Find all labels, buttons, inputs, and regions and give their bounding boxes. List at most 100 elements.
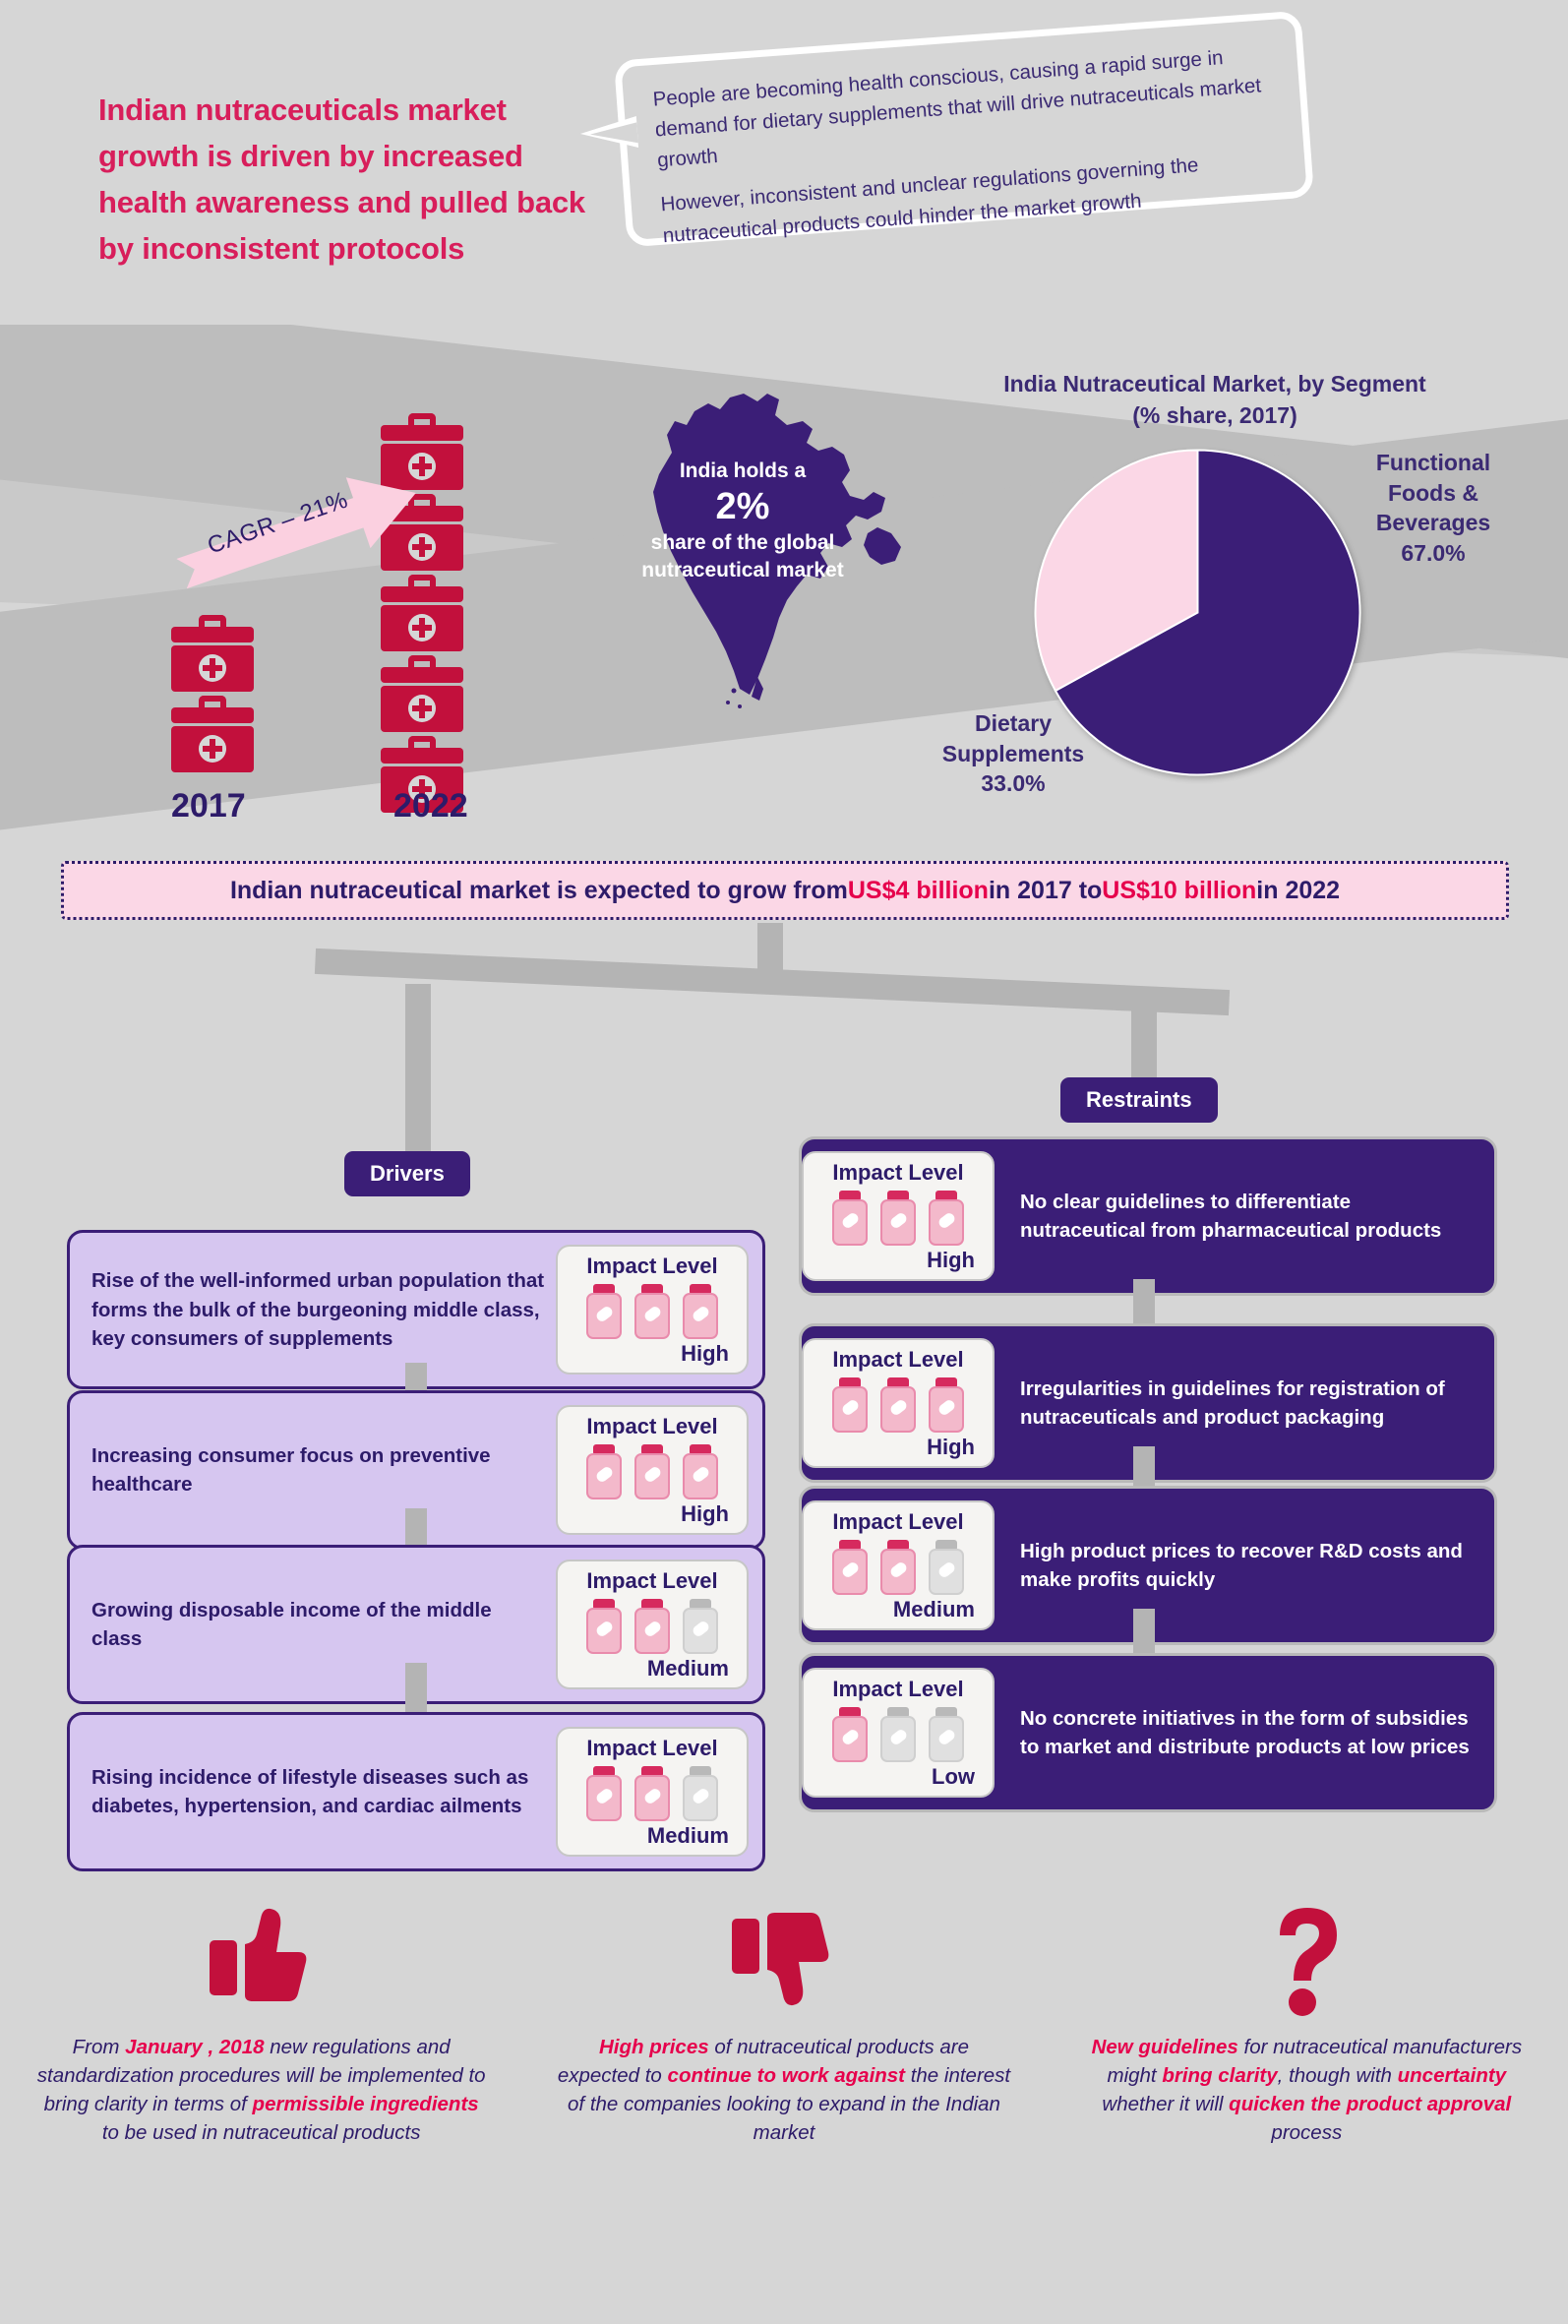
impact-level-label: Impact Level (586, 1254, 718, 1278)
impact-level-value: Medium (646, 1656, 729, 1682)
first-aid-kit-icon (169, 696, 256, 772)
pill-bottle-icon (681, 1766, 720, 1822)
footer-text: New guidelines for nutraceutical manufac… (1091, 2036, 1523, 2145)
pill-bottle-icon (633, 1444, 672, 1500)
driver-text: Increasing consumer focus on preventive … (91, 1443, 491, 1497)
connector-rail (1133, 1609, 1155, 1653)
pill-bottle-icon (927, 1540, 966, 1596)
impact-level-value: Medium (892, 1597, 975, 1622)
connector-stem-drivers (405, 984, 431, 1161)
pie-chart-title-line1: India Nutraceutical Market, by Segment (1003, 371, 1426, 397)
footer-column: From January , 2018 new regulations and … (0, 1899, 522, 2147)
year-label-2022: 2022 (393, 787, 468, 825)
impact-level-label: Impact Level (586, 1414, 718, 1438)
impact-bottles (564, 1284, 741, 1340)
year-label-2017: 2017 (171, 787, 246, 825)
pill-bottle-icon (830, 1191, 870, 1247)
connector-rail (1133, 1446, 1155, 1486)
restraint-text: High product prices to recover R&D costs… (1020, 1539, 1463, 1592)
first-aid-kit-icon (169, 615, 256, 692)
pie-label-functional-foods-value: 67.0% (1401, 539, 1466, 566)
pill-bottle-icon (927, 1377, 966, 1434)
pill-bottle-icon (584, 1284, 624, 1340)
impact-level-label: Impact Level (586, 1736, 718, 1760)
impact-level-label: Impact Level (832, 1347, 964, 1372)
pill-bottle-icon (633, 1766, 672, 1822)
connector-rail (405, 1363, 427, 1390)
impact-level-label: Impact Level (586, 1568, 718, 1593)
impact-level-label: Impact Level (832, 1160, 964, 1185)
banner-post: in 2022 (1256, 876, 1341, 904)
market-size-banner: Indian nutraceutical market is expected … (61, 861, 1509, 920)
connector-rail (1133, 1279, 1155, 1323)
impact-level-value: High (681, 1341, 729, 1367)
banner-pre: Indian nutraceutical market is expected … (229, 876, 848, 904)
pie-label-functional-foods-name: Functional Foods & Beverages (1375, 450, 1491, 536)
driver-text: Growing disposable income of the middle … (91, 1598, 492, 1651)
pill-bottle-icon (878, 1540, 918, 1596)
first-aid-kit-icon (379, 575, 465, 651)
pill-bottle-icon (681, 1599, 720, 1655)
impact-level-value: High (681, 1501, 729, 1527)
driver-text: Rising incidence of lifestyle diseases s… (91, 1765, 529, 1818)
impact-bottles (810, 1377, 987, 1434)
driver-card[interactable]: Increasing consumer focus on preventive … (67, 1390, 765, 1551)
pie-chart-title-line2: (% share, 2017) (1132, 401, 1297, 428)
driver-text: Rise of the well-informed urban populati… (91, 1269, 545, 1350)
impact-bottles (810, 1191, 987, 1247)
driver-card[interactable]: Rising incidence of lifestyle diseases s… (67, 1712, 765, 1872)
pie-label-functional-foods: Functional Foods & Beverages 67.0% (1340, 448, 1527, 568)
section-tag-drivers: Drivers (344, 1151, 470, 1196)
banner-highlight-2022: US$10 billion (1102, 876, 1257, 904)
thumbs-down-icon (556, 1899, 1011, 2017)
pill-bottle-icon (584, 1599, 624, 1655)
impact-level-value: High (927, 1248, 975, 1273)
map-stat-line1: India holds a (679, 459, 807, 482)
impact-level-value: Medium (646, 1823, 729, 1849)
impact-level-label: Impact Level (832, 1509, 964, 1534)
pill-bottle-icon (878, 1707, 918, 1763)
impact-bottles (564, 1766, 741, 1822)
footer-column: High prices of nutraceutical products ar… (522, 1899, 1045, 2147)
impact-bottles (564, 1444, 741, 1500)
india-map-icon (610, 364, 925, 708)
pill-bottle-icon (830, 1540, 870, 1596)
first-aid-kit-icon (379, 655, 465, 732)
pill-bottle-icon (878, 1191, 918, 1247)
banner-highlight-2017: US$4 billion (847, 876, 989, 904)
restraint-text: No concrete initiatives in the form of s… (1020, 1706, 1470, 1759)
pictograph-2017 (169, 615, 256, 776)
section-tag-restraints: Restraints (1060, 1077, 1218, 1123)
page-title: Indian nutraceuticals market growth is d… (98, 92, 585, 267)
pictograph-2022 (379, 413, 465, 817)
cagr-arrow-icon (168, 454, 430, 614)
first-aid-kit-icon (379, 736, 465, 813)
map-stat: India holds a 2% share of the global nut… (620, 458, 866, 584)
pie-label-dietary-supplements-value: 33.0% (981, 770, 1046, 797)
footer-column: New guidelines for nutraceutical manufac… (1046, 1899, 1568, 2147)
footer-text: From January , 2018 new regulations and … (36, 2036, 486, 2145)
pill-bottle-icon (878, 1377, 918, 1434)
pill-bottle-icon (927, 1191, 966, 1247)
pie-label-dietary-supplements: Dietary Supplements 33.0% (905, 708, 1121, 799)
restraint-text: Irregularities in guidelines for registr… (1020, 1376, 1445, 1430)
impact-level-label: Impact Level (832, 1677, 964, 1701)
pill-bottle-icon (633, 1284, 672, 1340)
thumbs-up-icon (33, 1899, 489, 2017)
footer-text: High prices of nutraceutical products ar… (557, 2036, 1011, 2145)
map-stat-value: 2% (715, 485, 770, 527)
first-aid-kit-icon (379, 494, 465, 571)
pie-label-dietary-supplements-name: Dietary Supplements (941, 710, 1085, 766)
pill-bottle-icon (681, 1284, 720, 1340)
callout-bubble-tail-inner (589, 122, 638, 147)
